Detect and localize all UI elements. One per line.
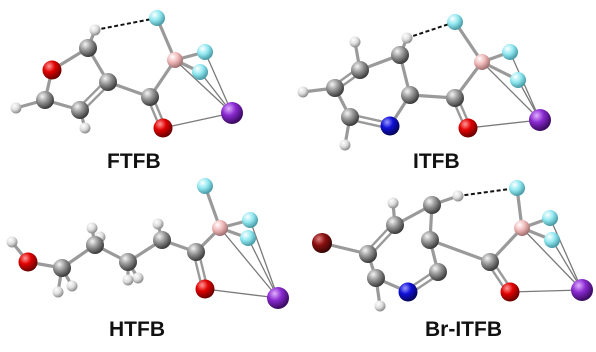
bond [509,51,541,121]
oxygen-atom [153,118,173,138]
oxygen-atom [195,279,215,299]
hydrogen-atom [6,236,18,248]
hydrogen-atom [66,280,78,292]
carbon-atom [423,196,441,214]
bond [509,289,583,293]
carbon-atom [79,39,97,57]
fluorine-atom [197,44,213,60]
hydrogen-atom [401,32,413,44]
carbon-atom [351,61,369,79]
iodine-atom [267,287,289,309]
boron-atom [474,54,490,70]
bond [204,51,233,114]
iodine-atom [529,109,551,131]
carbon-atom [421,231,439,249]
hydrogen-bond-dashed-line [94,17,158,31]
hydrogen-atom [152,218,164,230]
fluorine-atom [544,232,560,248]
hydrogen-atom [387,197,399,209]
fluorine-atom [149,10,165,26]
fluorine-atom [502,44,518,60]
fluorine-atom [542,210,558,226]
label-itfb: ITFB [413,150,460,173]
bond [453,20,484,64]
bond [249,219,279,299]
carbon-atom [86,236,104,254]
label-ftfb: FTFB [107,150,161,173]
carbon-atom [119,253,137,271]
bromine-atom [312,233,332,253]
hydrogen-atom [452,190,464,202]
carbon-atom [53,259,71,277]
oxygen-atom [458,118,478,138]
carbon-atom [99,73,117,91]
carbon-atom [36,91,54,109]
fluorine-atom [197,178,213,194]
bond [428,238,492,264]
oxygen-atom [18,252,38,272]
bond [174,59,233,114]
fluorine-atom [240,230,256,246]
carbon-atom [401,86,419,104]
hydrogen-atom [374,300,386,312]
hydrogen-bond-dashed-line [406,21,456,39]
carbon-atom [446,89,464,107]
hydrogen-atom [339,139,351,151]
bond [467,119,541,129]
bond [549,217,583,291]
iodine-atom [221,102,243,124]
hydrogen-atom [122,274,134,286]
hydrogen-atom [79,122,91,134]
oxygen-atom [500,282,520,302]
label-htfb: HTFB [109,318,165,341]
carbon-atom [187,243,205,261]
carbon-atom [481,253,499,271]
carbon-atom [341,108,359,126]
hydrogen-atom [132,272,144,284]
fluorine-atom [509,180,525,196]
carbon-atom [141,88,159,106]
bond [521,227,583,291]
bond [247,237,279,299]
hydrogen-atom [89,24,101,36]
bond [204,288,279,299]
carbon-atom [359,245,377,263]
nitrogen-atom [380,116,400,136]
hydrogen-atom [349,36,361,48]
fluorine-atom [242,212,258,228]
label-br-itfb: Br-ITFB [425,318,502,341]
fluorine-atom [192,64,208,80]
boron-atom [514,220,530,236]
bond [219,227,279,299]
hydrogen-atom [10,102,22,114]
carbon-atom [71,101,89,119]
oxygen-atom [42,60,62,80]
boron-atom [212,220,228,236]
iodine-atom [571,279,593,301]
carbon-atom [153,231,171,249]
carbon-atom [391,46,409,64]
fluorine-atom [447,14,463,30]
carbon-atom [326,79,344,97]
bond [481,61,541,121]
hydrogen-atom [86,222,98,234]
carbon-atom [367,269,385,287]
hydrogen-atom [297,86,309,98]
carbon-atom [386,216,404,234]
nitrogen-atom [398,282,418,302]
bond [162,112,233,129]
hydrogen-atom [52,286,64,298]
boron-atom [167,52,183,68]
carbon-atom [429,263,447,281]
hydrogen-bond-dashed-line [457,187,518,197]
fluorine-atom [510,72,526,88]
